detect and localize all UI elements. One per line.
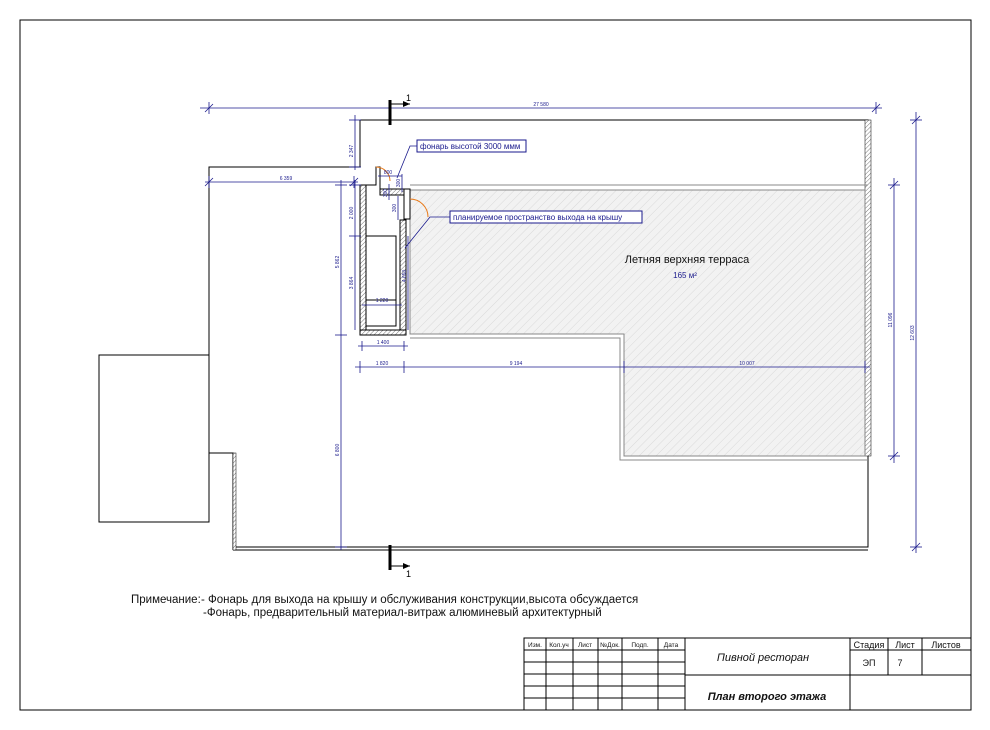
dim-door-a: 800 [384,170,393,176]
dim-right-overall-height: 12 603 [910,325,916,341]
callout-exit-space-text: планируемое пространство выхода на крышу [453,213,622,222]
section-marker-top-label: 1 [406,93,411,103]
tb-header-list: Лист [578,642,592,649]
dim-upper-left: 2 347 [349,145,355,158]
dim-door-b: 300 [383,189,389,198]
dim-stair-mid: 3 864 [349,277,355,290]
tb-sheet-number: 7 [897,658,902,668]
stair-shaft [359,166,411,336]
callout-exit-space: планируемое пространство выхода на крышу [404,210,643,249]
dim-stair-upper: 2 000 [349,207,355,220]
tb-stage-header: Стадия [854,640,885,650]
left-wall-hatch [232,452,237,551]
dim-left-offset: 1 820 [376,361,389,367]
note-label: Примечание: [131,594,201,606]
terrace-name: Летняя верхняя терраса [625,254,750,266]
door-arc-lantern [375,166,391,182]
right-wall-hatch [864,119,872,457]
dimension-lines [200,102,922,553]
callout-lantern: фонарь высотой 3000 ммм [396,139,527,179]
dim-inner-shaft: 4 650 [402,270,408,283]
tb-sheet-header: Лист [895,640,915,650]
title-block [523,637,972,711]
dim-lower-left: 6 800 [335,444,341,457]
dim-terrace-left-run: 9 194 [510,361,523,367]
dim-stair-inner-width: 1 220 [376,298,389,304]
terrace-area-label: 165 м² [673,271,697,280]
tb-header-ndok: №Док. [600,642,620,649]
note-line-2: -Фонарь, предварительный материал-витраж… [203,607,602,619]
tb-header-izm: Изм. [528,642,542,649]
tb-header-data: Дата [664,642,679,649]
dim-terrace-right-run: 10 007 [739,361,755,367]
tb-sheets-header: Листов [931,640,960,650]
dim-top-overall: 27 580 [533,102,549,108]
terrace-area [409,189,866,457]
terrace-inner-edge [410,337,868,461]
section-marker-top: 1 [388,93,411,125]
tb-project: Пивной ресторан [717,652,809,664]
tb-sheet-title: План второго этажа [708,691,827,703]
section-marker-bottom-label: 1 [406,569,411,579]
note-line-1: - Фонарь для выхода на крышу и обслужива… [201,594,638,606]
dim-stair-outer-width: 1 400 [377,340,390,346]
callout-lantern-text: фонарь высотой 3000 ммм [420,142,520,151]
tb-stage: ЭП [863,658,876,668]
section-marker-bottom: 1 [388,545,411,579]
door-arc-exit [409,198,429,218]
dim-door-c: 300 [396,179,402,188]
tb-header-koluch: Кол.уч [549,642,569,649]
tb-header-podp: Подп. [631,642,648,649]
title-block-headers: Изм. Кол.уч Лист №Док. Подп. Дата [528,642,679,649]
dim-right-terrace-height: 11 096 [888,312,894,327]
dim-stair-total: 5 862 [335,256,341,269]
dim-door-d: 300 [392,204,398,213]
sheet-frame [19,19,972,711]
dim-left-wing: 6 359 [280,176,293,182]
